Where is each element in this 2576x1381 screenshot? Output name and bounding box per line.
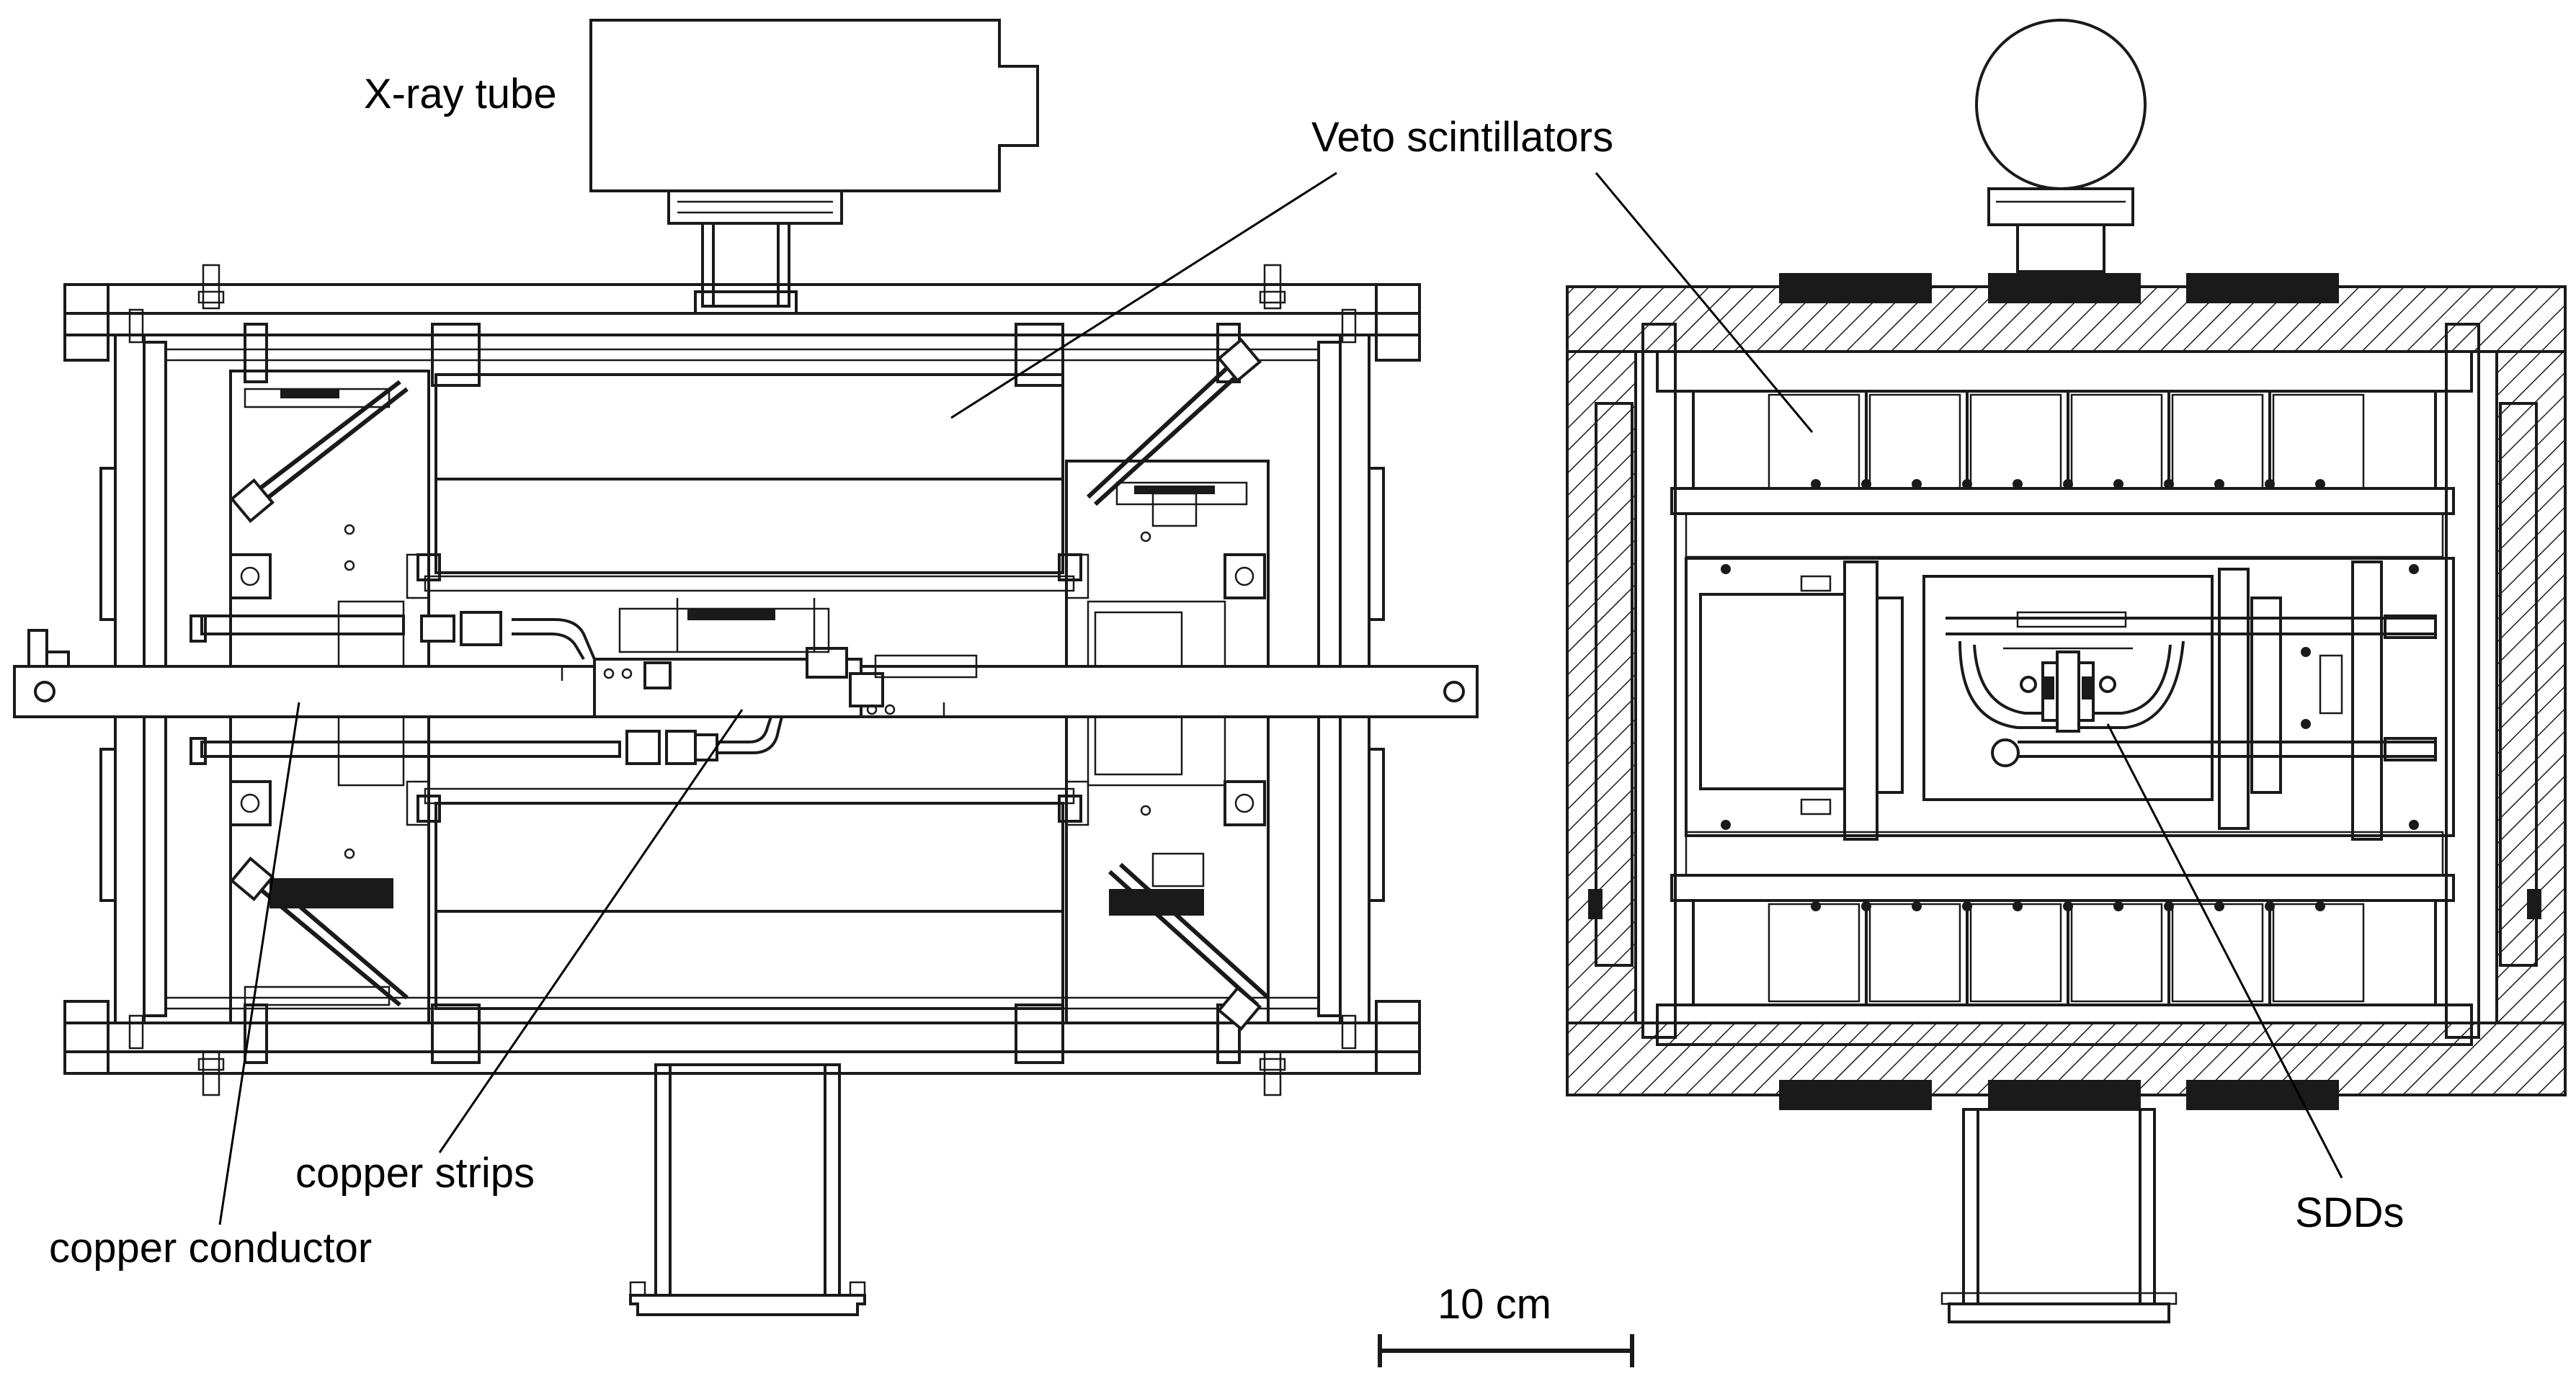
left-frame bbox=[63, 264, 1421, 1316]
right-xray-tube bbox=[1975, 19, 2147, 273]
label-copper-strips: copper strips bbox=[295, 1150, 535, 1197]
left-side-view bbox=[13, 19, 1479, 1316]
xray-tube-body bbox=[589, 19, 1039, 315]
right-sdd-assembly bbox=[1685, 557, 2455, 841]
left-electronics bbox=[229, 338, 1270, 1031]
label-scale-bar: 10 cm bbox=[1438, 1281, 1551, 1328]
left-copper-conductor bbox=[13, 598, 1479, 765]
right-scintillator-modules bbox=[1641, 323, 2480, 1046]
right-front-view bbox=[1566, 19, 2567, 1323]
leader-copper-strips bbox=[438, 709, 744, 1153]
leader-veto-left bbox=[950, 171, 1337, 419]
leader-lines bbox=[218, 171, 2343, 1225]
left-scintillators bbox=[416, 373, 1082, 1010]
right-housing bbox=[1566, 270, 2567, 1323]
label-copper-conductor: copper conductor bbox=[49, 1225, 372, 1271]
leader-copper-conductor bbox=[218, 702, 300, 1225]
label-veto-scintillators: Veto scintillators bbox=[1311, 114, 1613, 161]
label-sdds: SDDs bbox=[2295, 1189, 2404, 1236]
label-xray-tube: X-ray tube bbox=[364, 71, 557, 117]
leader-veto-right bbox=[1595, 172, 1814, 433]
scale-bar bbox=[1378, 1334, 1634, 1367]
leader-sdds bbox=[2106, 723, 2343, 1179]
